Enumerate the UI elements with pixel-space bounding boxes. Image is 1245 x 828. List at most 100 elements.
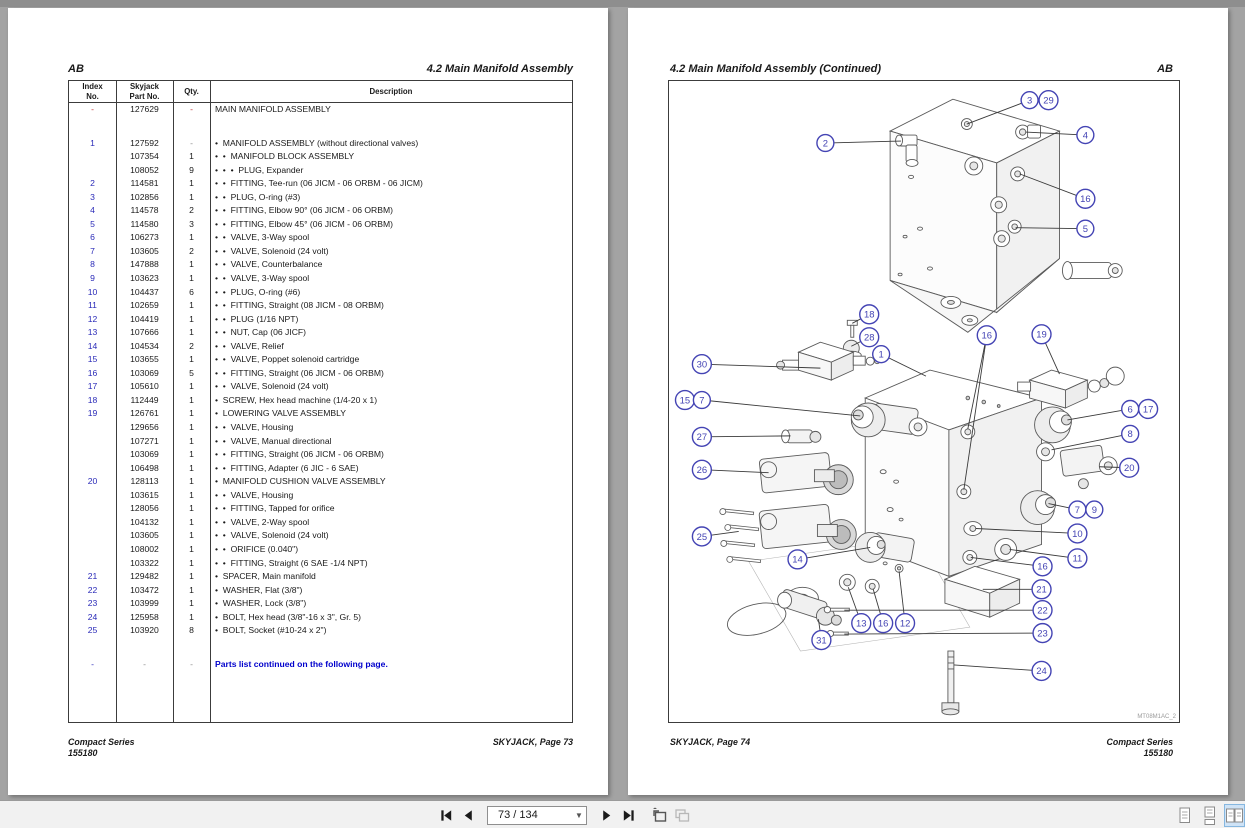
- svg-text:5: 5: [1083, 224, 1088, 235]
- leader-line: [701, 399, 861, 417]
- page-dropdown-caret-icon[interactable]: ▼: [575, 810, 583, 820]
- first-page-icon: [440, 809, 451, 821]
- callout-13: 13: [851, 612, 872, 634]
- leader-line: [1067, 408, 1131, 421]
- right-page-footer-pageno: SKYJACK, Page 74: [670, 737, 751, 747]
- leader-line: [967, 335, 988, 429]
- svg-text:27: 27: [697, 432, 708, 443]
- table-row: ---Parts list continued on the following…: [91, 658, 388, 669]
- leader-line: [970, 556, 1043, 567]
- callout-8: 8: [1121, 424, 1140, 444]
- last-page-button[interactable]: [617, 804, 639, 826]
- callout-26: 26: [691, 459, 713, 480]
- callout-16: 16: [873, 612, 894, 634]
- parts-table-header: Index No. Skyjack Part No. Qty. Descript…: [69, 81, 572, 103]
- document-page-73: AB 4.2 Main Manifold Assembly Index No. …: [8, 8, 608, 795]
- callout-19: 19: [1031, 324, 1052, 345]
- single-page-view-icon: [1179, 807, 1190, 823]
- leader-line: [953, 664, 1042, 672]
- document-page-74: 4.2 Main Manifold Assembly (Continued) A…: [628, 8, 1228, 795]
- svg-text:6: 6: [1128, 404, 1133, 415]
- previous-page-button[interactable]: [457, 804, 479, 826]
- page-number-input[interactable]: [488, 809, 572, 821]
- callout-16: 16: [976, 325, 997, 346]
- next-page-button[interactable]: [595, 804, 617, 826]
- leader-line: [1025, 131, 1086, 136]
- section-title: 4.2 Main Manifold Assembly: [426, 63, 573, 75]
- leader-line: [1051, 433, 1131, 451]
- col-header-index: Index No.: [82, 82, 103, 101]
- svg-text:8: 8: [1128, 429, 1133, 440]
- svg-text:30: 30: [697, 359, 708, 370]
- window-top-edge: [0, 0, 1245, 7]
- svg-text:7: 7: [1075, 505, 1080, 516]
- two-page-view-button[interactable]: [1224, 803, 1245, 827]
- table-row: [69, 117, 572, 137]
- figure-id-label: MT08M1AC_2: [1137, 714, 1176, 720]
- single-page-view-button[interactable]: [1174, 804, 1195, 827]
- last-page-icon: [623, 809, 634, 821]
- page-navigation: ▼: [435, 803, 693, 827]
- svg-text:22: 22: [1037, 605, 1048, 616]
- continuous-view-button[interactable]: [1199, 804, 1220, 827]
- next-page-icon: [602, 809, 610, 821]
- leader-line: [1009, 548, 1078, 559]
- callout-6: 6: [1121, 399, 1140, 419]
- parts-table: Index No. Skyjack Part No. Qty. Descript…: [68, 80, 573, 723]
- leader-line: [1015, 227, 1086, 230]
- svg-text:3: 3: [1027, 95, 1032, 106]
- svg-text:10: 10: [1072, 529, 1083, 540]
- table-row: -127629-MAIN MANIFOLD ASSEMBLY: [91, 104, 331, 114]
- column-divider: [210, 81, 211, 722]
- svg-text:16: 16: [878, 618, 889, 629]
- callout-4: 4: [1076, 125, 1095, 145]
- callout-25: 25: [691, 526, 713, 547]
- first-page-button[interactable]: [435, 804, 457, 826]
- svg-text:14: 14: [792, 555, 803, 566]
- leader-line: [975, 528, 1078, 534]
- svg-text:28: 28: [864, 333, 875, 344]
- leader-line: [701, 469, 769, 474]
- insert-page-button[interactable]: [649, 804, 671, 826]
- callout-28: 28: [859, 327, 880, 348]
- callout-23: 23: [1032, 622, 1053, 644]
- callout-31: 31: [811, 629, 832, 651]
- callout-5: 5: [1076, 219, 1095, 238]
- svg-text:11: 11: [1072, 554, 1082, 565]
- svg-text:12: 12: [900, 618, 911, 629]
- svg-text:1: 1: [879, 349, 884, 360]
- page-tools: [649, 804, 693, 826]
- left-page-footer-pageno: SKYJACK, Page 73: [492, 737, 573, 747]
- exploded-diagram-svg: 3292416518281161930157617278262079251014…: [674, 90, 1159, 716]
- callout-10: 10: [1067, 523, 1088, 544]
- callout-24: 24: [1031, 660, 1052, 682]
- col-header-part: Skyjack Part No.: [129, 82, 160, 101]
- copy-page-button[interactable]: [671, 804, 693, 826]
- col-header-description: Description: [369, 86, 413, 96]
- svg-text:29: 29: [1043, 95, 1054, 106]
